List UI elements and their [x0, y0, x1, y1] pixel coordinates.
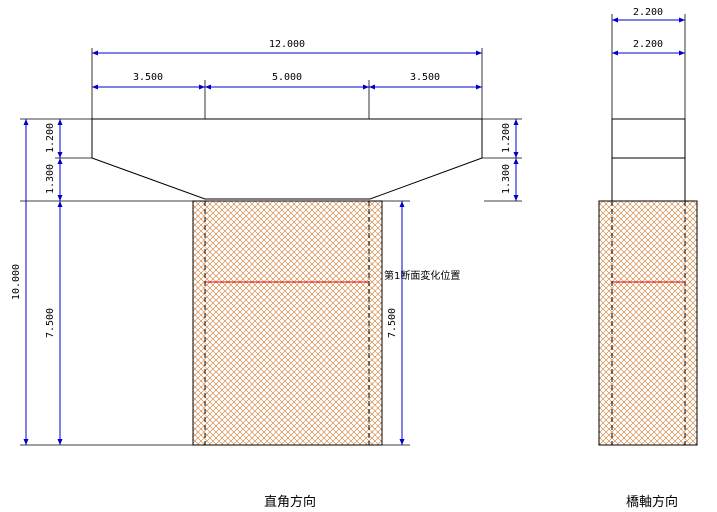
dim-side-w2: 2.200: [633, 39, 663, 50]
dim-left-h1: 1.200: [45, 123, 56, 153]
dim-left-total: 10.000: [11, 264, 22, 300]
dim-top-left: 3.500: [133, 72, 163, 83]
dim-top-right: 3.500: [410, 72, 440, 83]
section-change-label: 第1断面変化位置: [384, 269, 460, 282]
caption-front: 直角方向: [264, 494, 316, 510]
dim-side-w1: 2.200: [633, 7, 663, 18]
dim-top-mid: 5.000: [272, 72, 302, 83]
caption-side: 橋軸方向: [626, 494, 678, 510]
side-view: 2.200 2.200 橋軸方向: [598, 7, 698, 510]
front-view: 第1断面変化位置: [11, 39, 522, 510]
dim-right-h2: 1.300: [501, 164, 512, 194]
side-column: [598, 200, 698, 446]
dim-right-shaft: 7.500: [387, 308, 398, 338]
dim-left-h2: 1.300: [45, 164, 56, 194]
side-cap: [611, 118, 686, 202]
dim-right-h1: 1.200: [501, 123, 512, 153]
pier-cap-outline: [91, 118, 483, 200]
dim-top-total: 12.000: [269, 39, 305, 50]
column-shaft: [192, 200, 383, 446]
dim-left-shaft: 7.500: [45, 308, 56, 338]
